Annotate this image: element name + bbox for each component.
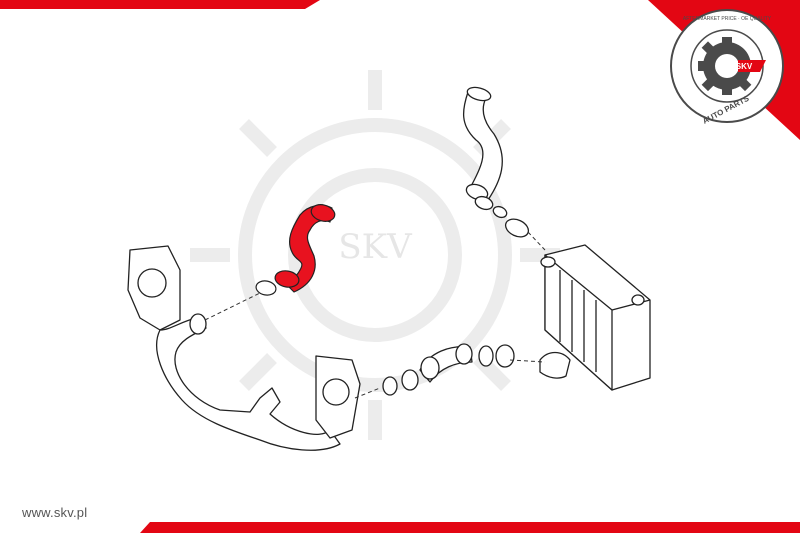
top-brand-stripe [0, 0, 320, 9]
logo-ring-top-text: AFTERMARKET PRICE · OE QUALITY [683, 16, 772, 22]
upper-intake-hose [463, 91, 503, 201]
highlighted-hose [255, 204, 336, 296]
outline-parts [127, 86, 651, 451]
logo-center-text: SKV [736, 62, 753, 71]
watermark-text: SKV [338, 227, 413, 267]
intercooler [539, 244, 651, 391]
bottom-brand-stripe [140, 522, 800, 533]
assembly-lines [204, 231, 546, 399]
hose-clamp [504, 218, 530, 238]
skv-logo: SKV AUTO PARTS AFTERMARKET PRICE · OE QU… [670, 9, 784, 126]
watermark-gear [190, 70, 560, 440]
footer-url[interactable]: www.skv.pl [22, 505, 88, 520]
